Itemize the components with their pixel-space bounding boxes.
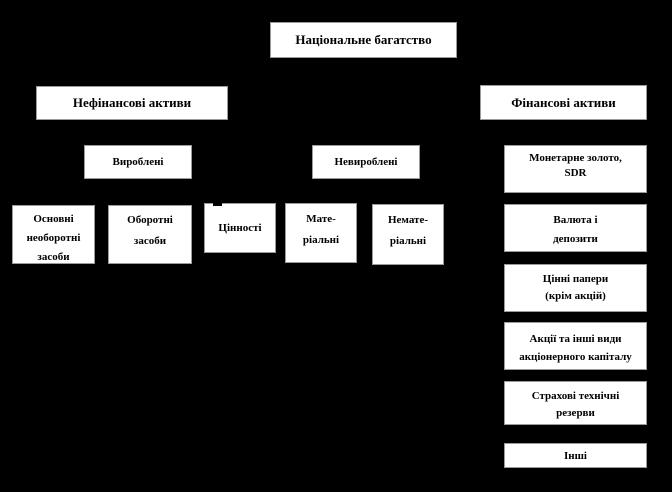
node-currency-and-deposits: Валюта і депозити [504, 204, 647, 252]
node-label-line: Валюта і [553, 214, 598, 226]
node-label-line: ріальні [302, 234, 340, 246]
node-label: Інші [564, 449, 587, 462]
node-financial-assets: Фінансові активи [480, 85, 647, 120]
node-produced: Вироблені [84, 145, 192, 179]
node-label-line: акціонерного капіталу [519, 351, 632, 363]
node-shares-and-other-equity: Акції та інші види акціонерного капіталу [504, 322, 647, 370]
node-label: Вироблені [112, 156, 164, 168]
node-fixed-noncurrent-assets: Основні необоротні засоби [12, 205, 95, 264]
node-label-line: Акції та інші види [529, 333, 622, 345]
node-label-line: необоротні [26, 232, 81, 244]
node-label-line: (крім акцій) [545, 290, 606, 302]
node-nonfinancial-assets: Нефінансові активи [36, 86, 228, 120]
node-securities-except-shares: Цінні папери (крім акцій) [504, 264, 647, 312]
node-material: Мате- ріальні [285, 203, 357, 263]
node-label-line: Немате- [387, 214, 429, 226]
node-label-line: Монетарне золото, [529, 152, 622, 164]
node-label-line: резерви [556, 407, 595, 419]
node-label-line: засоби [37, 251, 70, 263]
node-valuables: Цінності [204, 203, 276, 253]
node-label: Цінності [218, 222, 262, 234]
node-label-line: Страхові технічні [531, 390, 620, 402]
node-nonmaterial: Немате- ріальні [372, 204, 444, 265]
node-nonproduced: Невироблені [312, 145, 420, 179]
node-label-line: SDR [564, 167, 587, 179]
node-label-line: Цінні папери [542, 273, 609, 285]
node-label: Фінансові активи [511, 94, 616, 110]
node-label-line: Основні [33, 213, 74, 225]
node-label: Невироблені [334, 156, 398, 168]
node-current-assets: Оборотні засоби [108, 205, 192, 264]
node-label-line: ріальні [389, 235, 427, 247]
node-label-line: депозити [553, 233, 598, 245]
node-label-line: Мате- [306, 213, 336, 225]
node-other: Інші [504, 443, 647, 468]
node-insurance-technical-reserves: Страхові технічні резерви [504, 381, 647, 425]
node-monetary-gold-sdr: Монетарне золото, SDR [504, 145, 647, 193]
node-national-wealth: Національне багатство [270, 22, 457, 58]
node-label-line: Оборотні [127, 214, 173, 226]
connector-stub [213, 196, 222, 206]
node-label-line: засоби [133, 235, 167, 247]
node-label: Нефінансові активи [72, 95, 192, 110]
node-label: Національне багатство [295, 32, 432, 47]
